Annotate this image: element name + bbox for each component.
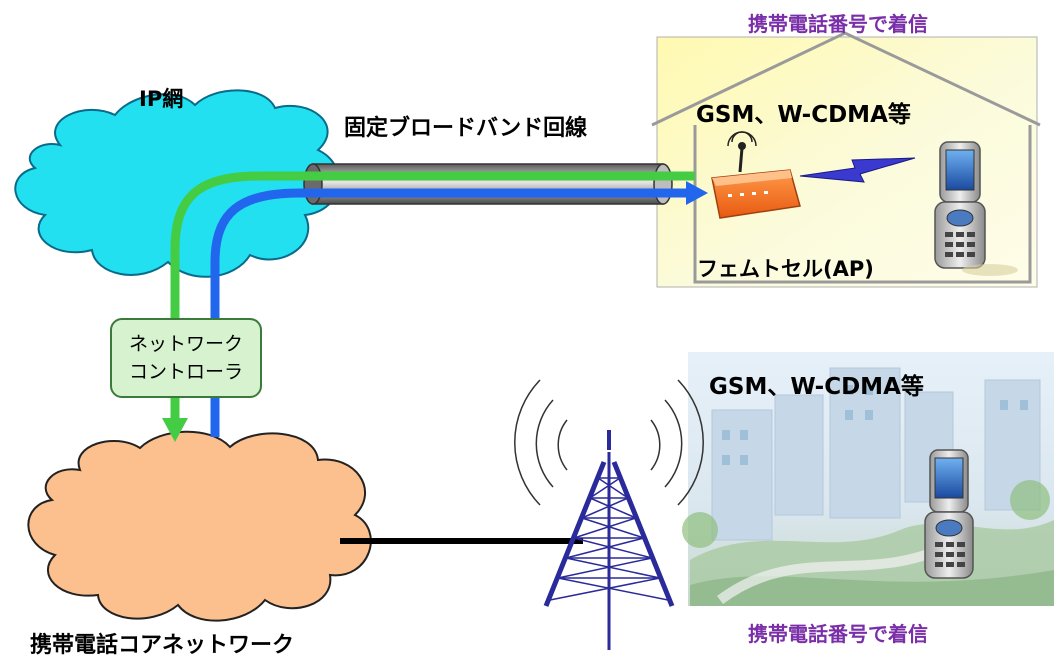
- femtocell-label: フェムトセル(AP): [697, 257, 874, 281]
- ip-network-cloud: [14, 89, 340, 278]
- outdoor-mobile-phone-icon: [924, 449, 974, 579]
- femtocell-ap-icon: [711, 131, 801, 219]
- city-background: [682, 352, 1054, 606]
- home-mobile-phone-icon: [934, 141, 1018, 276]
- home-standard-label: GSM、W-CDMA等: [696, 102, 911, 128]
- network-controller-line1: ネットワーク: [128, 333, 243, 355]
- broadband-pipe: [303, 163, 673, 205]
- home-incoming-call-header: 携帯電話番号で着信: [748, 12, 928, 36]
- radio-waves: [514, 379, 704, 506]
- core-network-cloud: [27, 430, 372, 622]
- ip-network-label: IP網: [139, 87, 184, 111]
- outdoor-standard-label: GSM、W-CDMA等: [709, 374, 924, 400]
- network-controller-box: ネットワーク コントローラ: [110, 318, 262, 398]
- green-signal-path: [170, 171, 695, 420]
- outdoor-incoming-call-footer: 携帯電話番号で着信: [748, 622, 928, 646]
- broadband-line-label: 固定ブロードバンド回線: [344, 116, 588, 141]
- core-network-label: 携帯電話コアネットワーク: [30, 633, 295, 658]
- wireless-link-bolt: [799, 157, 916, 183]
- green-arrow-head: [162, 418, 188, 442]
- blue-signal-path: [210, 188, 690, 437]
- blue-arrow-head: [686, 181, 708, 205]
- network-controller-line2: コントローラ: [128, 361, 243, 383]
- cell-tower-icon: [543, 430, 675, 650]
